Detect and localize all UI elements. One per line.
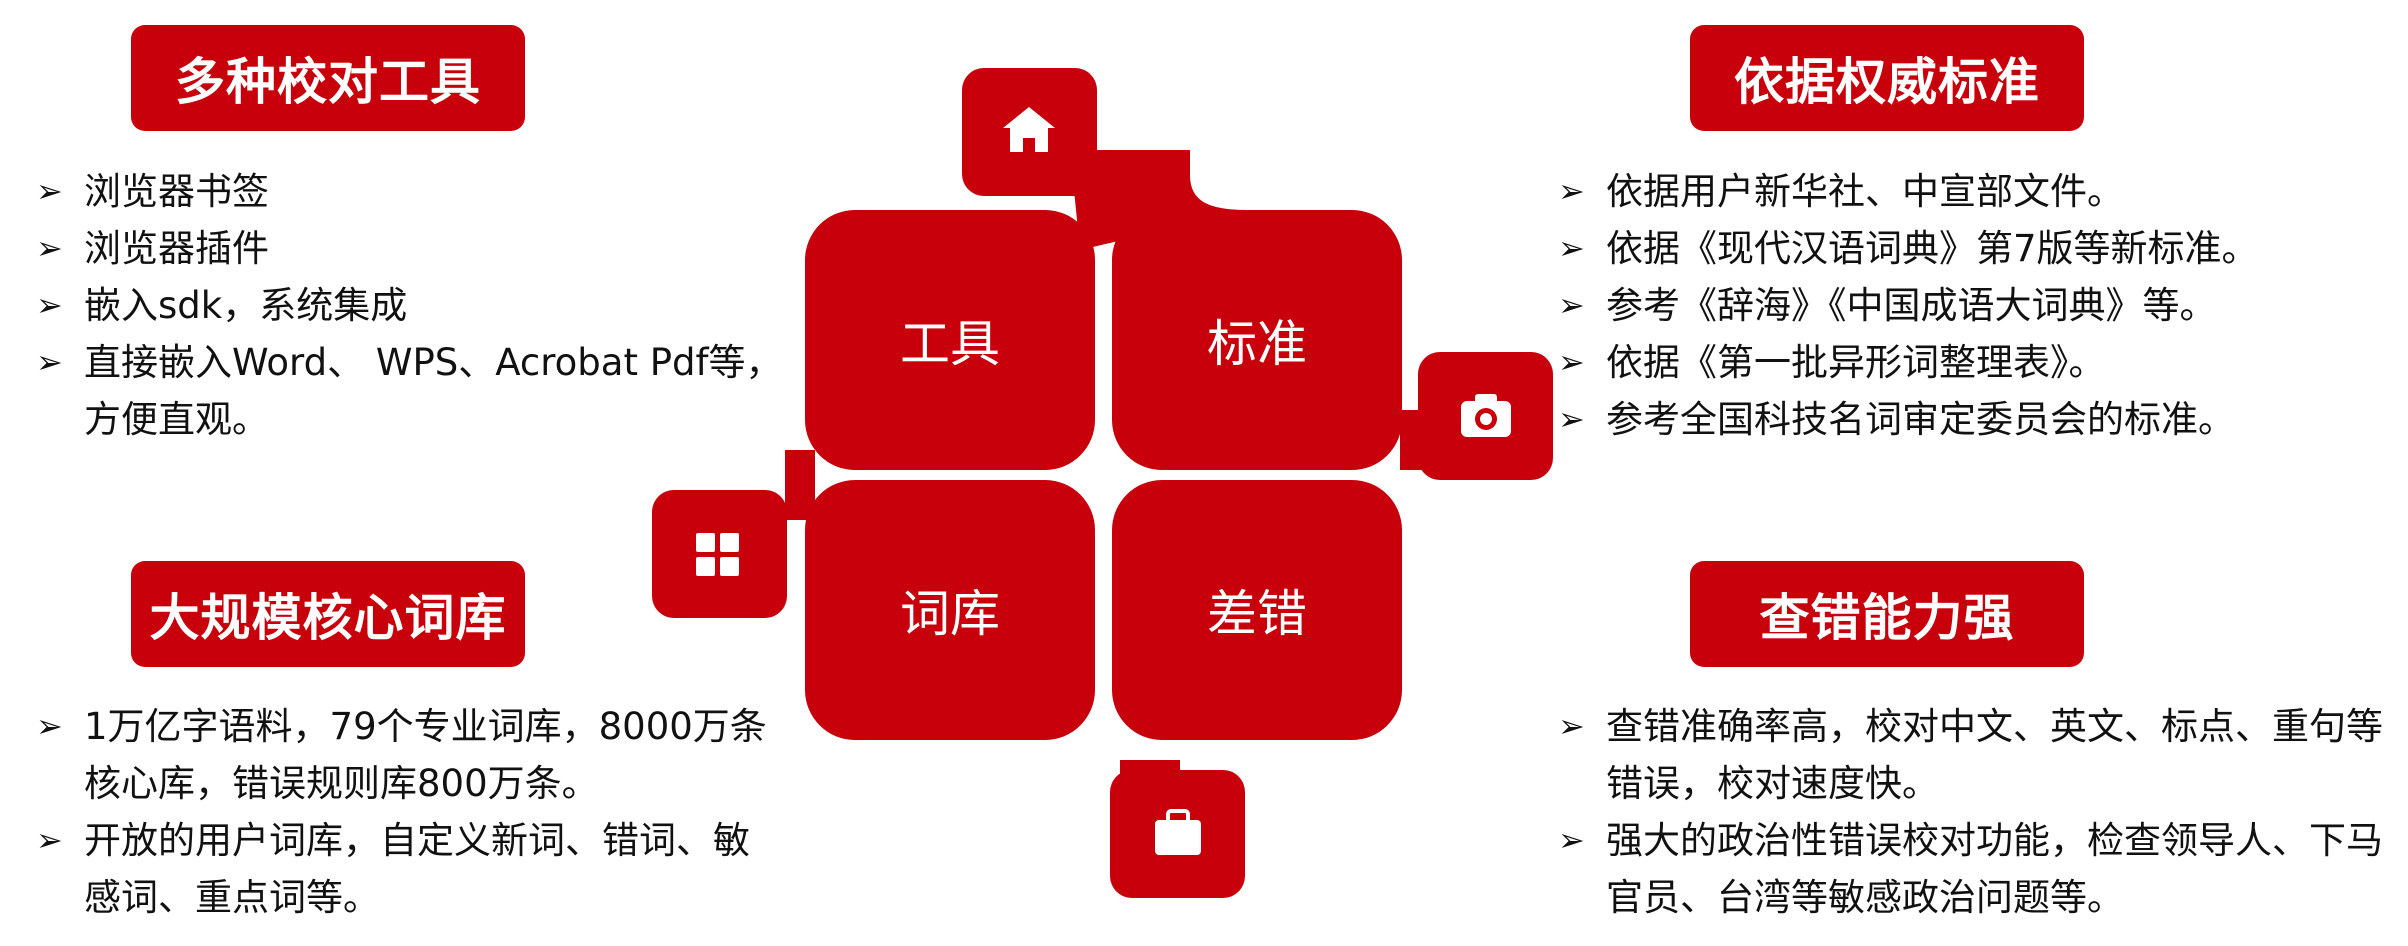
- block-errors: [1112, 480, 1402, 740]
- error-check-list: ➢查错准确率高，校对中文、英文、标点、重句等错误，校对速度快。 ➢强大的政治性错…: [1558, 698, 2398, 926]
- section-title-tools: 多种校对工具: [131, 25, 525, 131]
- section-title-lexicon: 大规模核心词库: [131, 561, 525, 667]
- list-item: ➢1万亿字语料，79个专业词库，8000万条核心库，错误规则库800万条。: [36, 698, 776, 812]
- camera-icon: [1461, 394, 1511, 437]
- tile-grid: [652, 490, 787, 618]
- arrow-bullet-icon: ➢: [1558, 821, 1585, 859]
- arrow-bullet-icon: ➢: [36, 172, 63, 210]
- list-item: ➢浏览器书签: [36, 163, 796, 220]
- block-label-errors: 差错: [1207, 585, 1307, 643]
- block-label-tools: 工具: [900, 315, 1000, 373]
- list-item: ➢强大的政治性错误校对功能，检查领导人、下马官员、台湾等敏感政治问题等。: [1558, 812, 2398, 926]
- list-item: ➢查错准确率高，校对中文、英文、标点、重句等错误，校对速度快。: [1558, 698, 2398, 812]
- arrow-bullet-icon: ➢: [1558, 343, 1585, 381]
- lexicon-list: ➢1万亿字语料，79个专业词库，8000万条核心库，错误规则库800万条。 ➢开…: [36, 698, 776, 926]
- arrow-bullet-icon: ➢: [1558, 707, 1585, 745]
- connector-top: [1070, 150, 1250, 250]
- list-item: ➢参考《辞海》《中国成语大词典》等。: [1558, 277, 2398, 334]
- briefcase-icon: [1155, 809, 1201, 855]
- list-item: ➢浏览器插件: [36, 220, 796, 277]
- block-tools: [805, 210, 1095, 470]
- arrow-bullet-icon: ➢: [36, 286, 63, 324]
- list-item: ➢依据《第一批异形词整理表》。: [1558, 334, 2398, 391]
- arrow-bullet-icon: ➢: [36, 707, 63, 745]
- list-item: ➢依据《现代汉语词典》第7版等新标准。: [1558, 220, 2398, 277]
- arrow-bullet-icon: ➢: [1558, 172, 1585, 210]
- home-icon: [1003, 107, 1055, 152]
- connector-left: [785, 450, 815, 520]
- tools-list: ➢浏览器书签 ➢浏览器插件 ➢嵌入sdk，系统集成 ➢直接嵌入Word、 WPS…: [36, 163, 796, 448]
- section-title-standards: 依据权威标准: [1690, 25, 2084, 131]
- block-lexicon: [805, 480, 1095, 740]
- standards-list: ➢依据用户新华社、中宣部文件。 ➢依据《现代汉语词典》第7版等新标准。 ➢参考《…: [1558, 163, 2398, 448]
- list-item: ➢直接嵌入Word、 WPS、Acrobat Pdf等，方便直观。: [36, 334, 796, 448]
- arrow-bullet-icon: ➢: [1558, 286, 1585, 324]
- list-item: ➢开放的用户词库，自定义新词、错词、敏感词、重点词等。: [36, 812, 776, 926]
- arrow-bullet-icon: ➢: [36, 229, 63, 267]
- arrow-bullet-icon: ➢: [1558, 229, 1585, 267]
- list-item: ➢参考全国科技名词审定委员会的标准。: [1558, 391, 2398, 448]
- section-title-error-check: 查错能力强: [1690, 561, 2084, 667]
- arrow-bullet-icon: ➢: [36, 821, 63, 859]
- list-item: ➢依据用户新华社、中宣部文件。: [1558, 163, 2398, 220]
- arrow-bullet-icon: ➢: [1558, 400, 1585, 438]
- block-label-lexicon: 词库: [900, 585, 1000, 643]
- block-standards: [1112, 210, 1402, 470]
- grid-icon: [696, 533, 739, 576]
- block-label-standards: 标准: [1207, 315, 1307, 373]
- list-item: ➢嵌入sdk，系统集成: [36, 277, 796, 334]
- arrow-bullet-icon: ➢: [36, 343, 63, 381]
